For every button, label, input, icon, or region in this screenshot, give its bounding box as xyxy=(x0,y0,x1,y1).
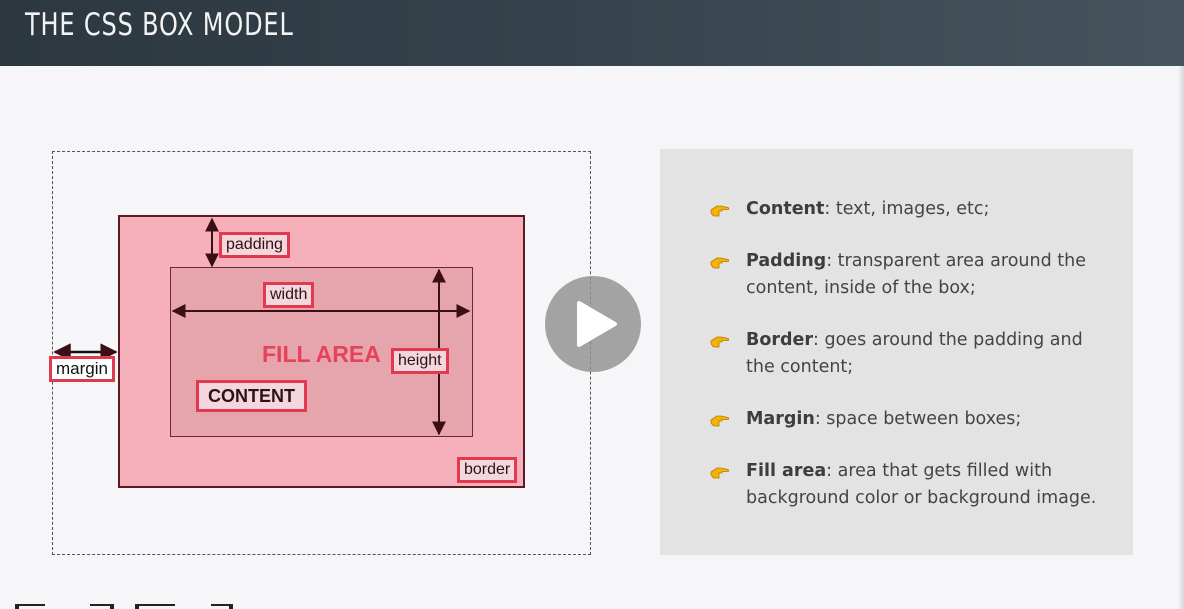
width-label: width xyxy=(263,282,315,308)
pointing-hand-icon xyxy=(710,205,730,217)
height-label: height xyxy=(391,348,449,374)
term-content: Content xyxy=(746,199,825,219)
scroll-edge xyxy=(1178,66,1184,609)
term-fill-area: Fill area xyxy=(746,461,827,481)
content-label: CONTENT xyxy=(196,380,307,412)
desc-fill-area: : area that gets filled with background … xyxy=(746,461,1097,508)
desc-content: : text, images, etc; xyxy=(824,199,990,219)
desc-padding: : transparent area around the content, i… xyxy=(746,251,1086,298)
term-border: Border xyxy=(746,330,814,350)
border-label: border xyxy=(457,457,518,483)
padding-label: padding xyxy=(219,232,290,258)
play-icon xyxy=(577,301,617,347)
page-title: THE CSS BOX MODEL xyxy=(25,7,294,43)
bullet-text: Fill area: area that gets filled with ba… xyxy=(746,458,1106,512)
pointing-hand-icon xyxy=(710,257,730,269)
bullet-text: Padding: transparent area around the con… xyxy=(746,248,1106,302)
cropped-diagram-fragment xyxy=(15,604,233,609)
term-padding: Padding xyxy=(746,251,827,271)
play-button[interactable] xyxy=(545,276,641,372)
desc-border: : goes around the padding and the conten… xyxy=(746,330,1083,377)
bullet-text: Margin: space between boxes; xyxy=(746,406,1106,433)
pointing-hand-icon xyxy=(710,336,730,348)
header-bar: THE CSS BOX MODEL xyxy=(0,0,1184,66)
pointing-hand-icon xyxy=(710,467,730,479)
fill-area-label: FILL AREA xyxy=(262,341,381,367)
margin-label: margin xyxy=(49,356,115,382)
bullet-text: Content: text, images, etc; xyxy=(746,196,1106,223)
term-margin: Margin xyxy=(746,409,815,429)
pointing-hand-icon xyxy=(710,415,730,427)
bullet-text: Border: goes around the padding and the … xyxy=(746,327,1106,381)
desc-margin: : space between boxes; xyxy=(814,409,1022,429)
info-panel: Content: text, images, etc; Padding: tra… xyxy=(660,149,1133,555)
